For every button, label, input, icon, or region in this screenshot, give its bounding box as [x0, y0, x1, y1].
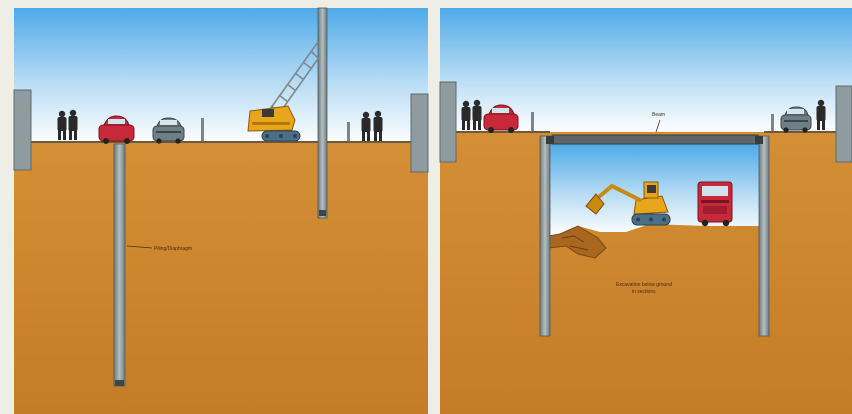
fence-post [201, 118, 204, 141]
wall-cap-left [546, 136, 554, 144]
fence-post [531, 112, 534, 131]
beam-label: Beam [652, 112, 665, 118]
fence-post [347, 122, 350, 141]
diaphragm-wall-left [540, 136, 550, 336]
installed-pile [114, 144, 125, 386]
beam [552, 135, 758, 144]
right-ground-line-right [764, 131, 836, 133]
installed-pile-toe [115, 380, 124, 386]
truck-icon [698, 182, 732, 226]
left-boundary-wall [14, 90, 31, 170]
wall-cap-right [755, 136, 763, 144]
right-boundary-wall-2 [836, 86, 852, 162]
left-soil [14, 142, 428, 414]
left-ground-line [30, 141, 412, 143]
right-panel: Beam [440, 8, 852, 414]
excavation-label: Excavation below ground [616, 282, 672, 288]
right-ground-line-left [456, 131, 550, 133]
right-boundary-wall [411, 94, 428, 172]
left-panel: Piling/Diaphragm [14, 8, 428, 414]
pile-label: Piling/Diaphragm [154, 246, 192, 252]
excavation-label-2: in sections [632, 289, 656, 295]
left-boundary-wall-2 [440, 82, 456, 162]
diaphragm-wall-right [759, 136, 769, 336]
fence-post [771, 114, 774, 131]
